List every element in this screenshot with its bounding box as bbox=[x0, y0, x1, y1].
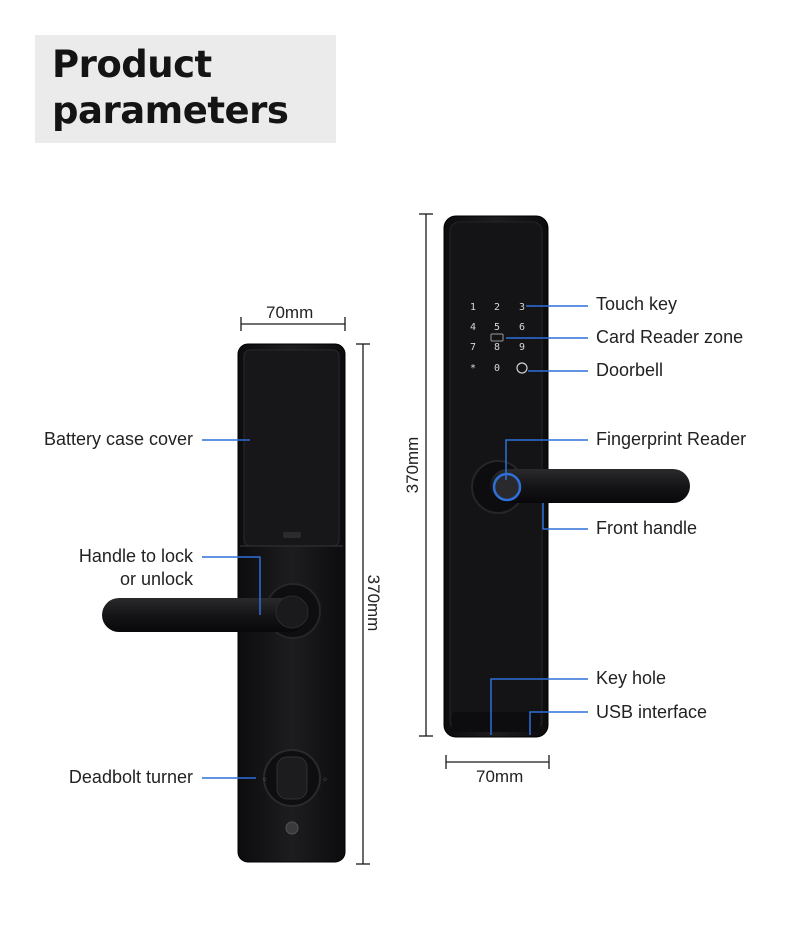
title-line-2: parameters bbox=[52, 89, 289, 132]
keypad-key-8: 8 bbox=[494, 342, 500, 353]
keypad-key-star: * bbox=[470, 363, 476, 374]
back-handle-lever bbox=[102, 598, 307, 632]
keypad-key-2: 2 bbox=[494, 302, 500, 313]
keypad-key-6: 6 bbox=[519, 322, 525, 333]
back-width-dimension bbox=[240, 317, 346, 331]
fingerprint-reader-label: Fingerprint Reader bbox=[596, 429, 747, 449]
front-handle-label: Front handle bbox=[596, 518, 698, 538]
back-handle-cap bbox=[275, 595, 309, 629]
front-height-label: 370mm bbox=[403, 436, 422, 494]
handle-callout-line bbox=[202, 556, 261, 615]
keypad-key-0: 0 bbox=[494, 363, 500, 374]
battery-case-cover-label: Battery case cover bbox=[43, 429, 193, 449]
keypad: 1 2 3 4 5 6 7 8 9 * 0 bbox=[470, 302, 525, 374]
battery-latch bbox=[283, 532, 301, 538]
lock-symbol: ◦ bbox=[322, 775, 328, 786]
front-lock: 1 2 3 4 5 6 7 8 9 * 0 bbox=[443, 215, 690, 738]
handle-lock-label-line-1: Handle to lock bbox=[78, 546, 193, 566]
card-reader-label: Card Reader zone bbox=[596, 327, 744, 347]
back-height-label: 370mm bbox=[364, 574, 383, 632]
doorbell-label: Doorbell bbox=[596, 360, 664, 380]
deadbolt-turner-label: Deadbolt turner bbox=[68, 767, 193, 787]
front-height-dimension bbox=[419, 213, 433, 737]
back-lock: ◦ ◦ bbox=[102, 343, 346, 863]
front-width-dimension bbox=[445, 755, 550, 769]
front-handle-callout-line bbox=[542, 503, 588, 530]
reset-button-icon bbox=[285, 821, 299, 835]
keypad-key-4: 4 bbox=[470, 322, 476, 333]
usb-interface-label: USB interface bbox=[596, 702, 708, 722]
back-width-label: 70mm bbox=[266, 303, 314, 322]
card-reader-icon bbox=[490, 333, 504, 342]
doorbell-icon bbox=[516, 362, 528, 374]
front-callout-lines bbox=[490, 305, 588, 735]
fingerprint-callout-line bbox=[505, 439, 588, 480]
front-width-label: 70mm bbox=[476, 767, 524, 786]
title-line-1: Product bbox=[52, 43, 212, 86]
page-title: Product parameters bbox=[52, 42, 289, 134]
back-height-dimension bbox=[356, 343, 370, 865]
keypad-key-3: 3 bbox=[519, 302, 525, 313]
keypad-key-5: 5 bbox=[494, 322, 500, 333]
keypad-key-1: 1 bbox=[470, 302, 476, 313]
keypad-key-7: 7 bbox=[470, 342, 476, 353]
key-hole-label: Key hole bbox=[596, 668, 667, 688]
battery-case-cover bbox=[243, 349, 340, 547]
touch-key-label: Touch key bbox=[596, 294, 678, 314]
handle-lock-label-line-2: or unlock bbox=[119, 569, 193, 589]
unlock-symbol: ◦ bbox=[262, 775, 268, 786]
usb-callout-line bbox=[529, 711, 588, 735]
keypad-key-9: 9 bbox=[519, 342, 525, 353]
back-callout-lines bbox=[202, 439, 261, 779]
title-banner bbox=[35, 35, 336, 143]
deadbolt-turner bbox=[276, 756, 308, 800]
key-hole-callout-line bbox=[490, 678, 588, 735]
fingerprint-reader bbox=[492, 472, 522, 502]
front-handle-lever bbox=[490, 469, 690, 503]
front-lock-bottom-cap bbox=[452, 712, 540, 732]
